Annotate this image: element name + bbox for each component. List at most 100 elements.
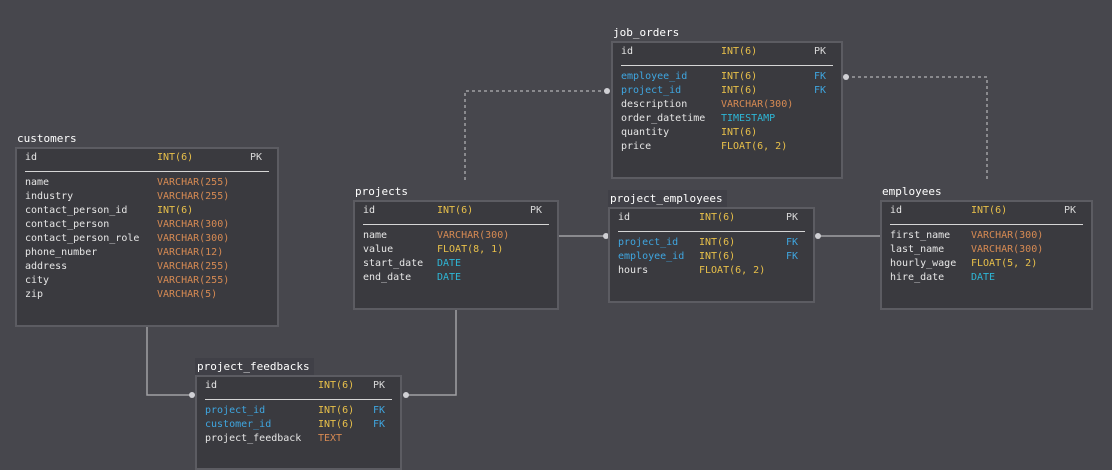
connector-endpoint[interactable] (403, 392, 409, 398)
column-name: last_name (890, 244, 945, 255)
connector-endpoint[interactable] (604, 88, 610, 94)
column-row[interactable]: customer_id INT(6) FK (197, 418, 400, 432)
relationship-line-job-orders-to-employees[interactable] (846, 76, 988, 180)
column-name: name (25, 177, 50, 188)
connector-endpoint[interactable] (603, 233, 609, 239)
relationship-line-job-orders-to-projects[interactable] (464, 90, 607, 180)
connector-endpoint[interactable] (189, 392, 195, 398)
table-title: job_orders (611, 24, 684, 42)
foreign-key-badge: FK (786, 251, 799, 262)
table-title: employees (880, 183, 946, 201)
column-name: id (205, 380, 218, 391)
header-divider (621, 65, 833, 66)
column-name: project_id (621, 85, 682, 96)
column-type: VARCHAR(255) (157, 177, 230, 188)
column-type: INT(6) (318, 419, 355, 430)
column-type: INT(6) (437, 205, 474, 216)
column-row[interactable]: order_datetime TIMESTAMP (613, 112, 841, 126)
header-divider (25, 171, 269, 172)
column-name: customer_id (205, 419, 272, 430)
column-type: DATE (971, 272, 996, 283)
column-name: industry (25, 191, 74, 202)
header-divider (363, 224, 549, 225)
column-type: INT(6) (157, 205, 194, 216)
column-row[interactable]: hire_date DATE (882, 271, 1091, 285)
column-type: INT(6) (971, 205, 1008, 216)
column-row[interactable]: name VARCHAR(255) (17, 176, 277, 190)
primary-key-badge: PK (814, 46, 827, 57)
connector-endpoint[interactable] (815, 233, 821, 239)
foreign-key-badge: FK (373, 405, 386, 416)
column-type: VARCHAR(300) (437, 230, 510, 241)
column-name: id (890, 205, 903, 216)
relationship-line-projects-to-project-feedbacks[interactable] (406, 293, 457, 396)
column-type: FLOAT(5, 2) (971, 258, 1038, 269)
foreign-key-badge: FK (373, 419, 386, 430)
column-name: hire_date (890, 272, 945, 283)
connector-endpoint[interactable] (843, 74, 849, 80)
column-name: contact_person_role (25, 233, 140, 244)
header-divider (618, 231, 805, 232)
column-type: VARCHAR(5) (157, 289, 218, 300)
column-type: INT(6) (699, 212, 736, 223)
column-name: value (363, 244, 394, 255)
column-type: INT(6) (157, 152, 194, 163)
header-divider (890, 224, 1083, 225)
foreign-key-badge: FK (814, 71, 827, 82)
column-type: VARCHAR(255) (157, 261, 230, 272)
column-type: VARCHAR(300) (971, 230, 1044, 241)
column-type: INT(6) (721, 85, 758, 96)
column-name: id (618, 212, 631, 223)
column-row[interactable]: address VARCHAR(255) (17, 260, 277, 274)
column-type: TIMESTAMP (721, 113, 776, 124)
column-type: VARCHAR(300) (157, 219, 230, 230)
primary-key-badge: PK (250, 152, 263, 163)
foreign-key-badge: FK (786, 237, 799, 248)
relationship-line-customers-to-project-feedbacks[interactable] (146, 310, 192, 396)
table-title: project_feedbacks (195, 358, 314, 376)
column-name: price (621, 141, 652, 152)
column-name: order_datetime (621, 113, 706, 124)
column-type: DATE (437, 258, 462, 269)
column-name: address (25, 261, 68, 272)
column-type: INT(6) (721, 46, 758, 57)
